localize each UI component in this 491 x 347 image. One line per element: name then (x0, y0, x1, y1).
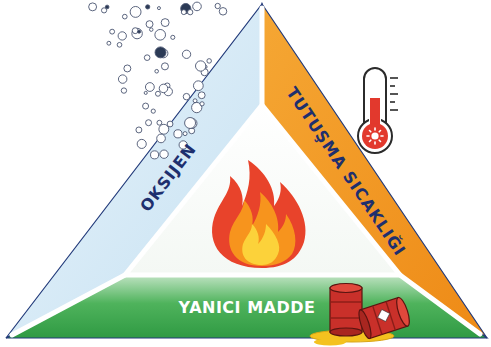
bubble (171, 35, 175, 39)
bubble (143, 103, 149, 109)
bubble (146, 5, 150, 9)
bubble (215, 3, 220, 8)
bubble (137, 139, 146, 148)
bubble (124, 65, 131, 72)
bubble (188, 10, 193, 15)
bubble (146, 21, 153, 28)
bubble (144, 91, 147, 94)
bubble (151, 151, 159, 159)
thermometer-icon (358, 68, 398, 153)
bubble (198, 92, 205, 99)
bubble (118, 32, 126, 40)
bubble (132, 28, 142, 38)
band-label: YANICI MADDE (175, 297, 320, 319)
bubble (161, 19, 169, 27)
flame-icon (212, 160, 306, 268)
bubble (174, 130, 182, 138)
bubble (118, 75, 126, 83)
bubble (150, 28, 153, 31)
bubble (193, 2, 202, 11)
bubble (183, 93, 189, 99)
bubble (101, 8, 106, 13)
bubble (155, 29, 166, 40)
bubble (160, 150, 168, 158)
bubble (136, 127, 142, 133)
bubble (138, 30, 141, 33)
bubble (219, 8, 227, 16)
bubble (89, 3, 97, 11)
bubble (167, 121, 173, 127)
bubble (185, 118, 196, 129)
bubble (121, 88, 126, 93)
bubble (130, 6, 141, 17)
bubble (145, 83, 154, 92)
bubble (159, 84, 168, 93)
bubble (207, 59, 212, 64)
bubble (195, 61, 205, 71)
fuel-band (6, 275, 487, 338)
bubble (157, 134, 166, 143)
bubble (117, 42, 122, 47)
bubble (183, 132, 187, 136)
fuel-barrels (310, 284, 412, 346)
fuel-label-box: YANICI MADDE (175, 297, 320, 319)
bubble (193, 81, 203, 91)
bubble (181, 10, 186, 15)
bubble (155, 69, 159, 73)
bubble (161, 63, 168, 70)
bubble (151, 109, 155, 113)
bubble (107, 41, 111, 45)
bubble (155, 47, 166, 58)
bubble (157, 7, 160, 10)
bubble (157, 120, 162, 125)
bubble (144, 55, 150, 61)
bubble (132, 28, 138, 34)
bubble (122, 14, 127, 19)
bubble (182, 50, 190, 58)
bubble (146, 120, 152, 126)
band-dividers (12, 8, 480, 335)
oxygen-bubbles (89, 2, 227, 159)
bubble (200, 102, 204, 106)
bubble (155, 91, 160, 96)
bubble (110, 29, 115, 34)
